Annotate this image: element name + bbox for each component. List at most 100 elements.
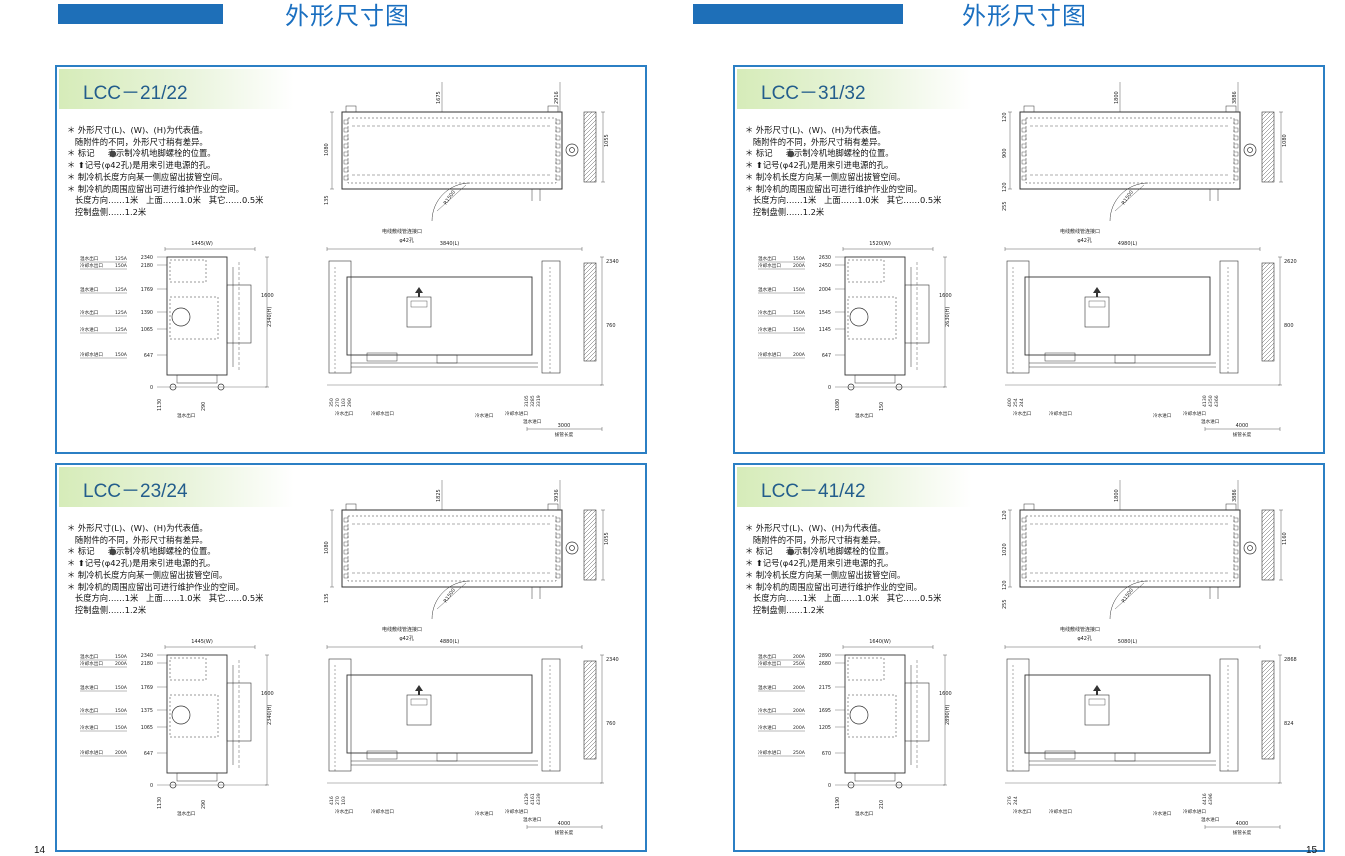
dimension-label: 255 xyxy=(1002,599,1008,609)
drawing-line xyxy=(1261,111,1271,121)
drawing-line xyxy=(585,171,597,183)
drawing-rect xyxy=(341,509,563,588)
outlet-label: 温水出口 xyxy=(177,412,196,419)
drawing-line xyxy=(1261,274,1275,288)
drawing-rect xyxy=(1088,300,1106,308)
drawing-line xyxy=(583,274,597,288)
drawing-rect xyxy=(1006,260,1030,374)
drawing-circle xyxy=(1247,147,1253,153)
drawing-line xyxy=(583,290,597,304)
drawing-rect xyxy=(1233,159,1239,165)
drawing-line xyxy=(583,708,597,722)
drawing-line xyxy=(1261,334,1275,348)
drawing-rect xyxy=(1233,557,1239,563)
drawing-rect xyxy=(1233,151,1239,157)
drawing-line xyxy=(1261,700,1275,714)
drawing-line xyxy=(583,704,597,718)
drawing-rect xyxy=(1024,674,1211,754)
notes-text: ＊ 外形尺寸(L)、(W)、(H)为代表值。 随附件的不同，外形尺寸稍有差异。 … xyxy=(745,523,942,615)
drawing-line xyxy=(583,338,597,352)
drawing-line xyxy=(583,668,597,682)
nozzle-label: 温水出口 xyxy=(758,653,777,660)
front-base-dim: 3285 xyxy=(530,395,536,407)
drawing-line xyxy=(1261,151,1275,165)
drawing-rect xyxy=(1023,503,1035,511)
drawing-rect xyxy=(346,674,533,754)
drawing-rect xyxy=(1088,698,1106,706)
drawing-line xyxy=(583,696,597,710)
drawing-line xyxy=(583,326,597,340)
nozzle-label: 温水进口 xyxy=(80,684,99,691)
drawing-rect xyxy=(436,354,458,364)
dimension-label: 120 xyxy=(1002,182,1008,192)
nozzle-height: 1695 xyxy=(819,708,831,714)
drawing-line xyxy=(583,282,597,296)
drawing-line xyxy=(583,537,597,551)
drawing-line xyxy=(1261,740,1275,754)
hole-label: φ42孔 xyxy=(399,237,414,244)
drawing-rect xyxy=(1261,111,1275,183)
drawing-line xyxy=(1261,525,1275,539)
header-bar-left xyxy=(58,4,223,24)
drawing-line xyxy=(1271,358,1275,362)
drawing-rect xyxy=(169,259,207,283)
drawing-rect xyxy=(547,503,559,511)
nozzle-size: 125A xyxy=(115,310,128,316)
model-title: LCC－21/22 xyxy=(83,83,188,104)
drawing-rect xyxy=(555,517,561,523)
right-height-dim: 1080 xyxy=(1282,134,1288,147)
drawing-rect xyxy=(1084,296,1110,328)
width-dim: 1640(W) xyxy=(869,639,891,645)
dimension-label: 120 xyxy=(1002,510,1008,520)
drawing-line xyxy=(583,561,597,575)
drawing-rect xyxy=(343,549,349,555)
drawing-line xyxy=(1261,342,1275,356)
drawing-line xyxy=(1261,680,1275,694)
drawing-line xyxy=(1261,111,1275,125)
dimension-label: 1080 xyxy=(324,143,330,156)
drawing-line xyxy=(1261,724,1275,738)
base-dim: 1130 xyxy=(157,797,163,809)
dimension-label: 135 xyxy=(324,195,330,205)
drawing-line xyxy=(1261,346,1275,360)
drawing-line xyxy=(1261,660,1267,666)
radius-label: R1500 xyxy=(443,587,457,604)
page-number-right: 15 xyxy=(1306,845,1318,856)
drawing-line xyxy=(1267,354,1275,362)
drawing-circle xyxy=(1243,143,1257,157)
drawing-line xyxy=(1261,143,1275,157)
drawing-rect xyxy=(1021,533,1027,539)
drawing-line xyxy=(583,278,597,292)
front-nozzle-label: 冷水进口 xyxy=(475,412,494,419)
drawing-rect xyxy=(343,159,349,165)
drawing-line xyxy=(583,509,597,523)
drawing-line xyxy=(1261,720,1275,734)
front-base-dim: 244 xyxy=(1013,796,1019,805)
front-base-dim: 416 xyxy=(329,796,335,805)
drawing-line xyxy=(1261,537,1275,551)
drawing-line xyxy=(583,115,597,129)
drawing-line xyxy=(1261,676,1275,690)
model-band: LCC－41/42 xyxy=(737,467,972,507)
drawing-rect xyxy=(366,352,398,362)
nozzle-label: 温水出口 xyxy=(80,255,99,262)
nozzle-size: 200A xyxy=(793,708,806,714)
drawing-line xyxy=(583,684,597,698)
drawing-rect xyxy=(410,300,428,308)
drawing-rect xyxy=(1021,573,1027,579)
drawing-rect xyxy=(166,654,228,774)
front-base-dim: 4396 xyxy=(1208,793,1214,805)
drawing-line xyxy=(1261,664,1275,678)
drawing-rect xyxy=(1044,352,1076,362)
nozzle-size: 125A xyxy=(115,327,128,333)
cable-port-label: 电线敷线管连接口 xyxy=(1060,228,1100,235)
drawing-line xyxy=(436,582,467,610)
drawing-circle xyxy=(171,307,191,327)
drawing-rect xyxy=(1021,541,1027,547)
front-base-dim: 276 xyxy=(1007,796,1013,805)
drawing-line xyxy=(583,688,597,702)
drawing-line xyxy=(1261,326,1275,340)
power-inlet-arrow-icon xyxy=(415,685,423,695)
drawing-circle xyxy=(849,705,869,725)
